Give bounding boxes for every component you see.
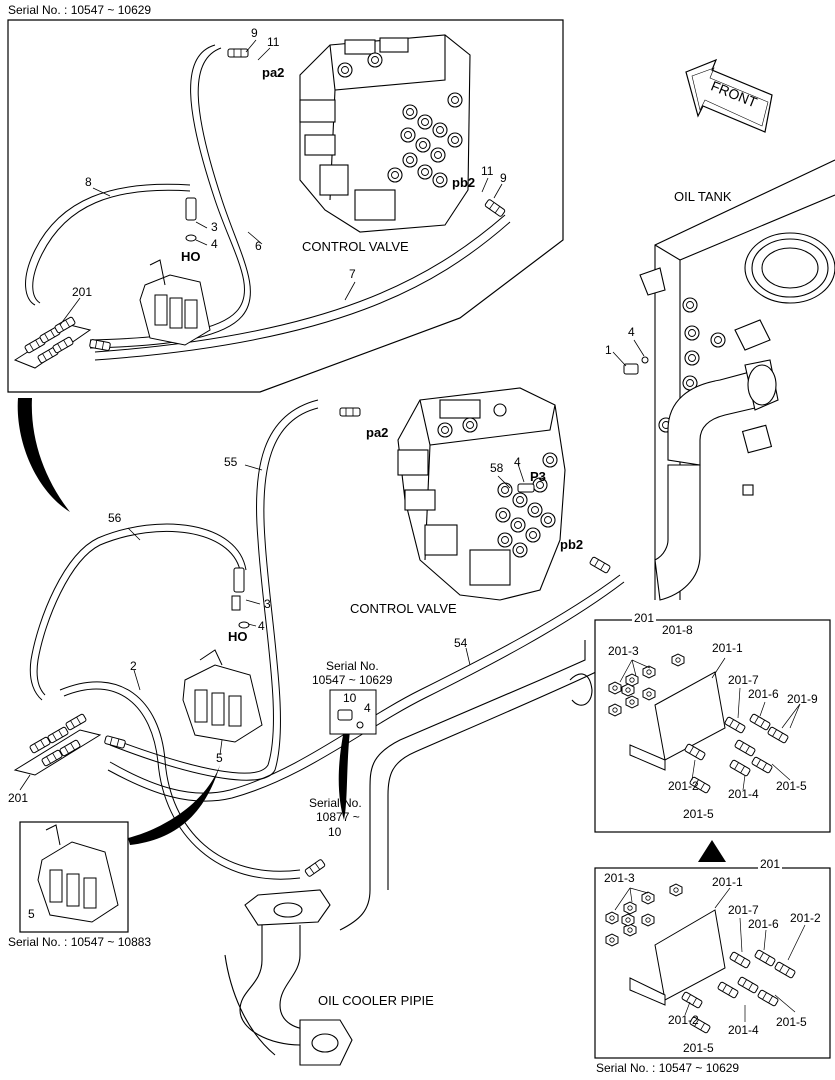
top-hose-fitting-pb2: [484, 198, 506, 218]
callout-main-3: 3: [264, 597, 271, 611]
callout-main-4-p3: 4: [514, 455, 521, 469]
detail-top-title: 201: [632, 611, 657, 625]
port-pb2-main: pb2: [560, 537, 584, 552]
top-control-valve-drawing: [299, 34, 471, 233]
serial-top-label: Serial No. : 10547 ~ 10629: [8, 3, 152, 17]
callout-main-10b: 10: [328, 825, 342, 839]
front-arrow: [685, 58, 773, 133]
serial-2-line2: 10877 ~: [316, 810, 360, 824]
detail-bottom-201-2b: 201-2: [668, 1013, 699, 1027]
triangle-marker: [698, 840, 726, 862]
detail-bottom-plate: [629, 909, 726, 1006]
detail-top-201-6: 201-6: [748, 687, 779, 701]
top-inset-frame: [7, 19, 564, 393]
main-fitting-10b: [304, 858, 326, 878]
callout-top-11b: 11: [481, 164, 494, 178]
detail-top-plate: [629, 671, 726, 771]
callout-main-10a: 10: [343, 691, 357, 705]
control-valve-main-label: CONTROL VALVE: [350, 601, 457, 616]
top-fitting-3: [185, 197, 197, 242]
connector-arc-serial: [338, 730, 350, 820]
callout-top-6: 6: [255, 239, 262, 253]
callout-tank-1: 1: [605, 343, 612, 357]
detail-bottom-201-1: 201-1: [712, 875, 743, 889]
detail-top-201-8: 201-8: [662, 623, 693, 637]
inset-5-callout: 5: [28, 907, 35, 921]
top-manifold-201: [13, 316, 112, 369]
serial-1-line1: Serial No.: [326, 659, 379, 673]
top-hose-fitting-pa2: [227, 48, 249, 58]
callout-top-201: 201: [72, 285, 93, 299]
main-valve-port-fittings: [339, 407, 612, 574]
callout-top-3: 3: [211, 220, 218, 234]
callout-top-9a: 9: [251, 26, 258, 40]
oil-tank-label: OIL TANK: [674, 189, 732, 204]
oil-tank-pipe: [654, 359, 779, 601]
serial-1-line2: 10547 ~ 10629: [312, 673, 393, 687]
detail-top-201-3: 201-3: [608, 644, 639, 658]
callout-main-4b: 4: [364, 701, 371, 715]
callout-main-54: 54: [454, 636, 468, 650]
detail-top-201-1: 201-1: [712, 641, 743, 655]
callout-main-5: 5: [216, 751, 223, 765]
detail-bottom-201-4: 201-4: [728, 1023, 759, 1037]
main-fitting-3: [231, 567, 250, 629]
detail-top-201-9: 201-9: [787, 692, 818, 706]
callout-main-55: 55: [224, 455, 238, 469]
oil-cooler-pipe-drawing: [224, 640, 601, 1066]
detail-top-leaders: [619, 657, 801, 791]
callout-top-4: 4: [211, 237, 218, 251]
oil-cooler-pipe-label: OIL COOLER PIPIE: [318, 993, 434, 1008]
detail-bottom-201-7: 201-7: [728, 903, 759, 917]
port-pa2-top: pa2: [262, 65, 285, 80]
detail-bottom-201-5b: 201-5: [683, 1041, 714, 1055]
main-manifold-201: [13, 713, 127, 776]
connector-arc-bottom: [128, 765, 220, 845]
callout-main-4: 4: [258, 619, 265, 633]
port-pb2-top: pb2: [452, 175, 476, 190]
connector-arc-top: [17, 398, 71, 512]
top-ho-valve-block: [139, 259, 211, 346]
port-ho-top: HO: [181, 249, 201, 264]
detail-bottom-leaders: [614, 887, 806, 1022]
main-control-valve-drawing: [397, 387, 566, 601]
detail-bottom-201-5a: 201-5: [776, 1015, 807, 1029]
detail-bottom-201-3: 201-3: [604, 871, 635, 885]
detail-bottom-201-6: 201-6: [748, 917, 779, 931]
detail-bottom-201-2a: 201-2: [790, 911, 821, 925]
serial-2-line1: Serial No.: [309, 796, 362, 810]
serial-fitting-10: [329, 689, 377, 735]
callout-main-58: 58: [490, 461, 504, 475]
callout-top-8: 8: [85, 175, 92, 189]
port-p3: P3: [530, 469, 546, 484]
callout-top-11a: 11: [267, 35, 280, 49]
detail-top-201-5a: 201-5: [776, 779, 807, 793]
inset-5-valve-block: [37, 824, 119, 923]
serial-inset-bottom: Serial No. : 10547 ~ 10883: [8, 935, 152, 949]
main-leaders: [19, 463, 525, 791]
detail-top-201-2: 201-2: [668, 779, 699, 793]
oil-tank-plug: [623, 356, 649, 375]
tank-leaders: [612, 339, 645, 367]
callout-top-9b: 9: [500, 171, 507, 185]
control-valve-top-label: CONTROL VALVE: [302, 239, 409, 254]
detail-top-201-4: 201-4: [728, 787, 759, 801]
main-ho-valve-block: [182, 649, 263, 743]
detail-top-201-7: 201-7: [728, 673, 759, 687]
detail-bottom-title: 201: [758, 857, 783, 871]
callout-top-7: 7: [349, 267, 356, 281]
top-leaders: [59, 39, 503, 326]
port-pa2-main: pa2: [366, 425, 389, 440]
serial-right-bottom: Serial No. : 10547 ~ 10629: [596, 1061, 740, 1075]
callout-tank-4: 4: [628, 325, 635, 339]
callout-main-56: 56: [108, 511, 122, 525]
port-ho-main: HO: [228, 629, 248, 644]
callout-main-201: 201: [8, 791, 29, 805]
detail-top-201-5b: 201-5: [683, 807, 714, 821]
callout-main-2: 2: [130, 659, 137, 673]
